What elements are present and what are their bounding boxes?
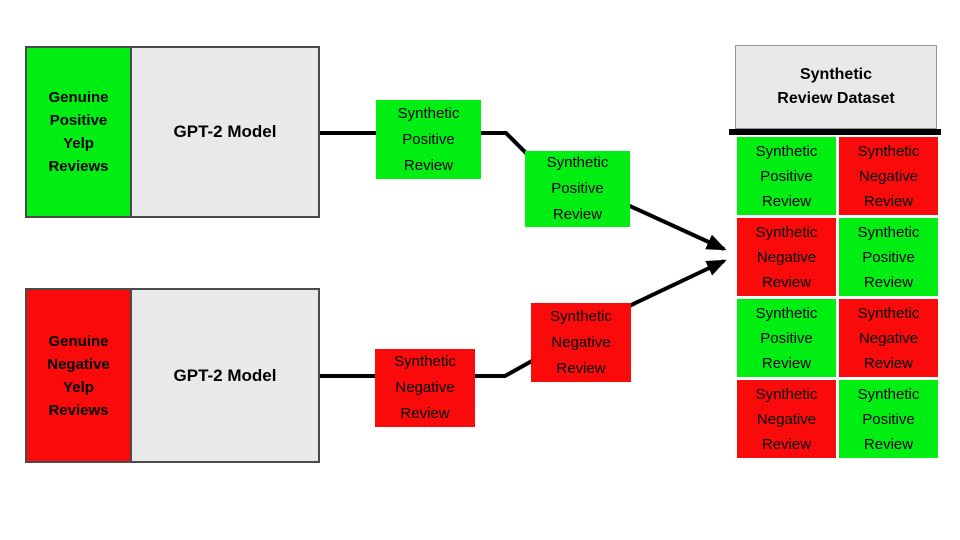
source-label-line: Negative [47,355,110,373]
dataset-cell-line: Synthetic [755,142,818,160]
synthetic-positive-review-box-1: Synthetic Positive Review [376,100,481,179]
dataset-cell-line: Negative [756,248,817,266]
source-label-line: Reviews [48,158,109,175]
source-label-line: Yelp [63,378,94,396]
synthetic-negative-review-box-2: Synthetic Negative Review [531,303,631,382]
flowbox-label-line: Synthetic [546,154,609,171]
dataset-cell-line: Review [761,354,812,372]
dataset-cell-line: Synthetic [755,304,818,322]
flowbox-label-line: Negative [551,333,611,351]
flowbox-label-line: Synthetic [394,353,456,370]
genuine-negative-yelp-reviews-box: Genuine Negative Yelp Reviews [27,290,130,461]
flowbox-label-line: Review [400,405,450,422]
dataset-header-divider [729,129,941,135]
flowbox-label-line: Synthetic [397,104,460,122]
flowbox-label-line: Review [552,206,603,223]
flowbox-label-line: Review [403,156,454,174]
dataset-cell-line: Synthetic [857,385,920,403]
dataset-cell-line: Negative [756,410,817,428]
dataset-cell-line: Review [863,354,914,372]
gpt2-model-box-top: GPT-2 Model [130,48,318,216]
source-label-line: Reviews [48,401,109,419]
top-pipeline-input-box: Genuine Positive Yelp Reviews GPT-2 Mode… [25,46,320,218]
flowbox-label-line: Positive [551,180,604,197]
flowbox-label-line: Positive [402,130,455,148]
flowbox-label-line: Negative [395,379,455,396]
source-label-line: Positive [49,112,108,129]
dataset-cell-line: Review [761,273,812,291]
dataset-cell-line: Review [761,435,812,453]
source-label-line: Genuine [48,332,109,350]
dataset-cell-line: Negative [858,329,919,347]
genuine-positive-yelp-reviews-box: Genuine Positive Yelp Reviews [27,48,130,216]
dataset-cell-line: Review [863,435,914,453]
dataset-cell-line: Review [863,192,914,210]
dataset-cell-line: Synthetic [857,142,920,160]
dataset-cell-line: Synthetic [857,223,920,241]
synthetic-negative-review-box-1: Synthetic Negative Review [375,349,475,427]
synthetic-positive-review-box-2: Synthetic Positive Review [525,151,630,227]
dataset-cell-line: Synthetic [857,304,920,322]
source-label-line: Yelp [63,135,94,152]
gpt2-model-box-bottom: GPT-2 Model [130,290,318,461]
dataset-cell-line: Positive [862,410,915,428]
bottom-pipeline-input-box: Genuine Negative Yelp Reviews GPT-2 Mode… [25,288,320,463]
synthetic-review-dataset-header: Synthetic Review Dataset [735,45,937,129]
dataset-cell-line: Positive [862,248,915,266]
dataset-cell-line: Synthetic [755,385,818,403]
dataset-cell-line: Review [761,192,812,210]
flowbox-label-line: Synthetic [550,307,612,325]
dataset-title-line: Review Dataset [777,90,895,107]
dataset-cell-line: Positive [760,167,813,185]
dataset-cell-line: Negative [858,167,919,185]
source-label-line: Genuine [48,89,109,106]
flowbox-label-line: Review [556,359,606,377]
dataset-cell-line: Synthetic [755,223,818,241]
dataset-cell-line: Review [863,273,914,291]
dataset-title-line: Synthetic [799,66,872,83]
dataset-cell-line: Positive [760,329,813,347]
